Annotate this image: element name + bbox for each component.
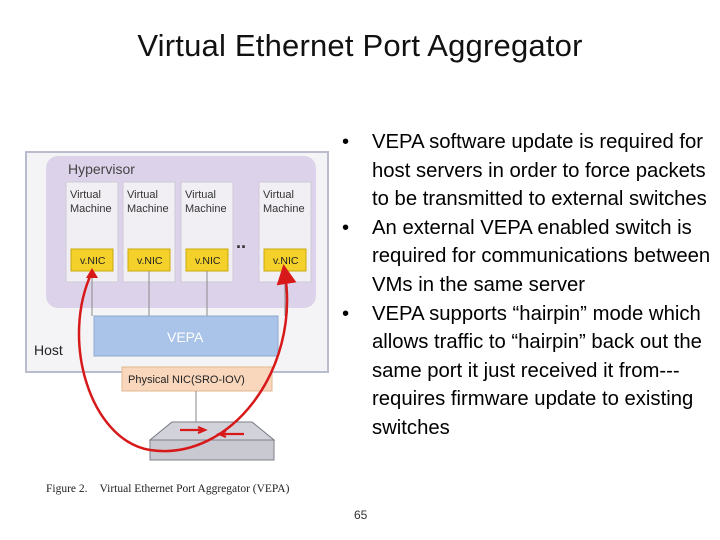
caption-figure-number: Figure 2. bbox=[46, 483, 88, 495]
vm-label-line2: Machine bbox=[185, 203, 227, 215]
vm-label-line1: Virtual bbox=[127, 189, 158, 201]
vm-ellipsis: .. bbox=[236, 232, 246, 252]
bullet-item: •An external VEPA enabled switch is requ… bbox=[342, 216, 711, 296]
vm-label-line1: Virtual bbox=[263, 189, 294, 201]
slide-title: Virtual Ethernet Port Aggregator bbox=[137, 28, 583, 63]
hairpin-arrow bbox=[77, 264, 297, 453]
vepa-bar bbox=[93, 315, 279, 357]
vepa-diagram: Host Hypervisor Virtual Machine v.NIC Vi… bbox=[25, 151, 329, 461]
hairpin-arrow-start bbox=[86, 268, 98, 278]
vm-label-line2: Machine bbox=[70, 203, 112, 215]
physical-nic-box bbox=[121, 366, 273, 392]
vnic-label: v.NIC bbox=[195, 255, 221, 267]
vnic-label: v.NIC bbox=[80, 255, 106, 267]
bullet-item: •VEPA supports “hairpin” mode which allo… bbox=[342, 302, 702, 439]
vm-3: Virtual Machine v.NIC bbox=[180, 181, 234, 283]
vm-4: Virtual Machine v.NIC bbox=[258, 181, 312, 283]
host-label: Host bbox=[34, 342, 63, 358]
vm-label-line1: Virtual bbox=[185, 189, 216, 201]
figure-caption: Figure 2. Virtual Ethernet Port Aggregato… bbox=[46, 483, 301, 495]
vnic-connectors bbox=[91, 271, 286, 316]
vepa-label: VEPA bbox=[167, 329, 204, 345]
vm-label-line2: Machine bbox=[127, 203, 169, 215]
bullet-list: •VEPA software update is required for ho… bbox=[340, 128, 720, 443]
bullet-item: •VEPA software update is required for ho… bbox=[342, 131, 707, 211]
page-number: 65 bbox=[354, 508, 368, 522]
switch-icon bbox=[148, 421, 276, 461]
vm-2: Virtual Machine v.NIC bbox=[122, 181, 176, 283]
vnic-label: v.NIC bbox=[137, 255, 163, 267]
vm-1: Virtual Machine v.NIC bbox=[65, 181, 119, 283]
vm-label-line2: Machine bbox=[263, 203, 305, 215]
vnic-label: v.NIC bbox=[273, 255, 299, 267]
vm-label-line1: Virtual bbox=[70, 189, 101, 201]
physical-nic-label: Physical NIC(SRO-IOV) bbox=[128, 374, 245, 386]
caption-text: Virtual Ethernet Port Aggregator (VEPA) bbox=[99, 483, 290, 495]
hypervisor-label: Hypervisor bbox=[68, 161, 135, 177]
